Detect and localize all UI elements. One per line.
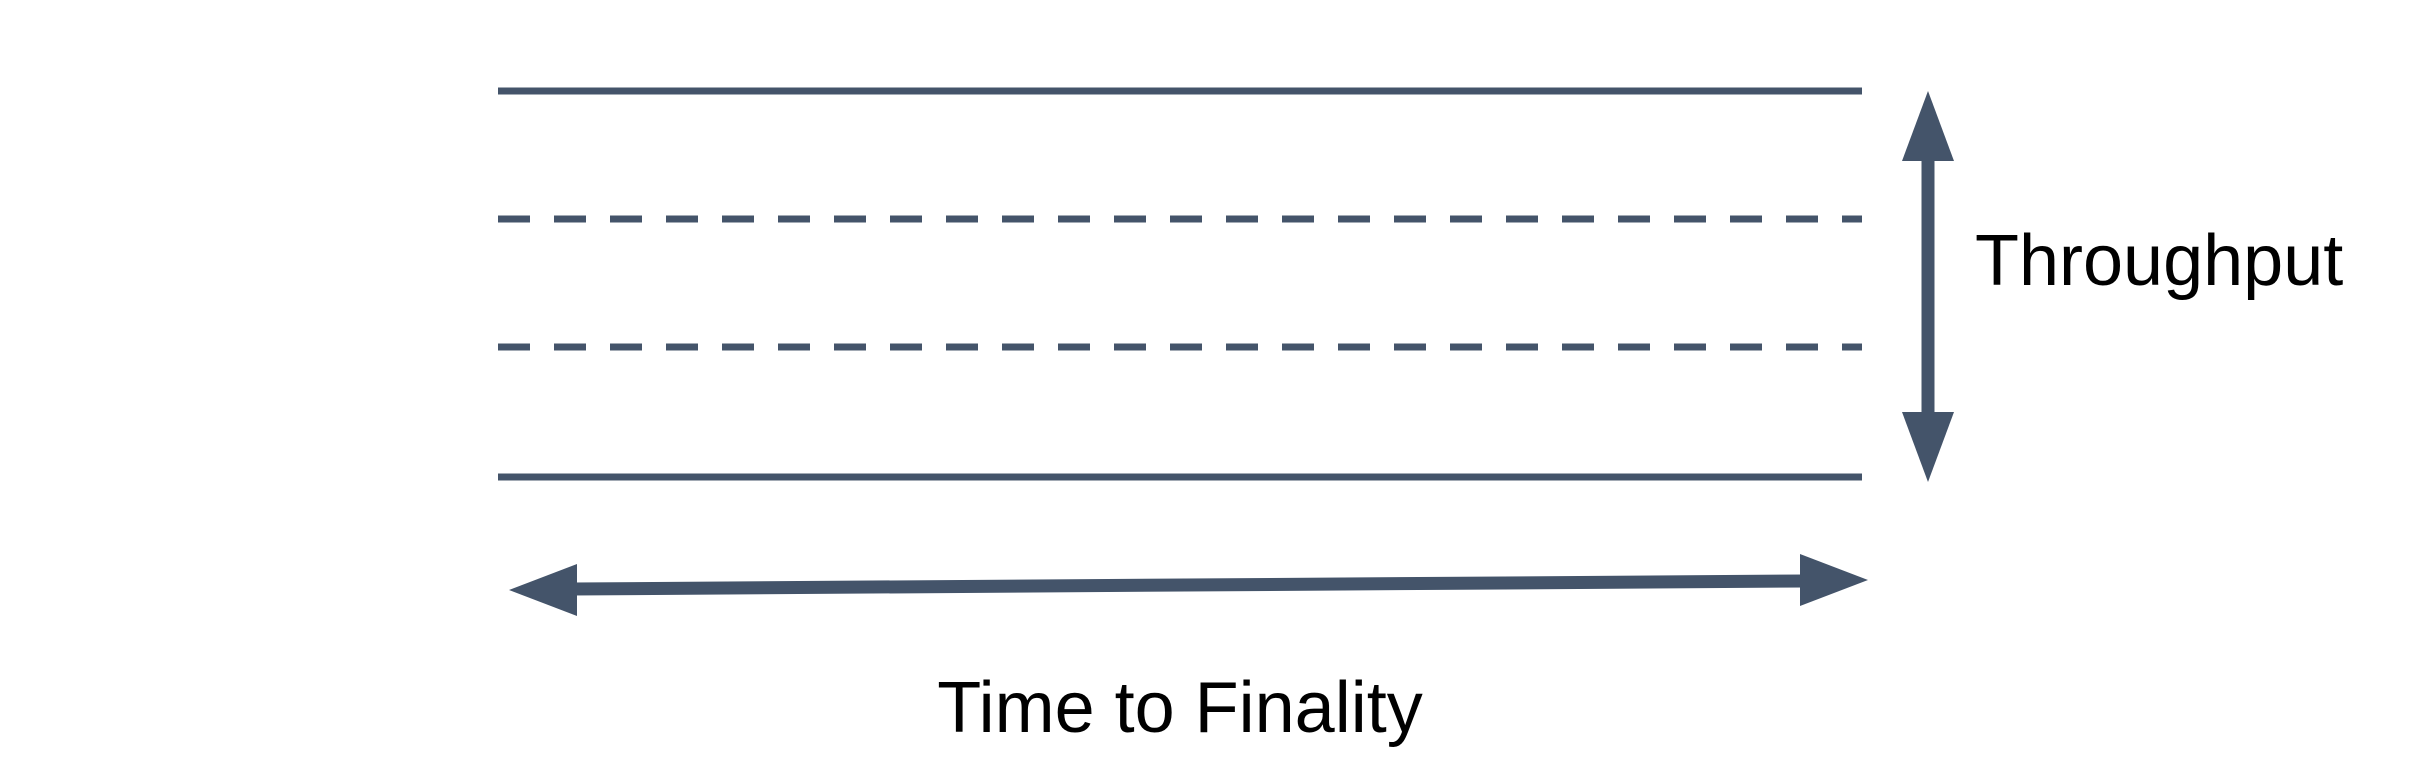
arrow-up-head-icon (1902, 91, 1954, 161)
throughput-range-arrow (1902, 91, 1954, 482)
time-to-finality-range-arrow (509, 554, 1868, 616)
lane-lines-group (498, 87, 1862, 481)
horizontal-arrow-shaft (571, 574, 1806, 596)
arrow-down-head-icon (1902, 412, 1954, 482)
time-to-finality-label: Time to Finality (937, 668, 1422, 748)
throughput-label: Throughput (1975, 221, 2343, 301)
arrow-right-head-icon (1800, 554, 1868, 606)
arrow-left-head-icon (509, 564, 577, 616)
